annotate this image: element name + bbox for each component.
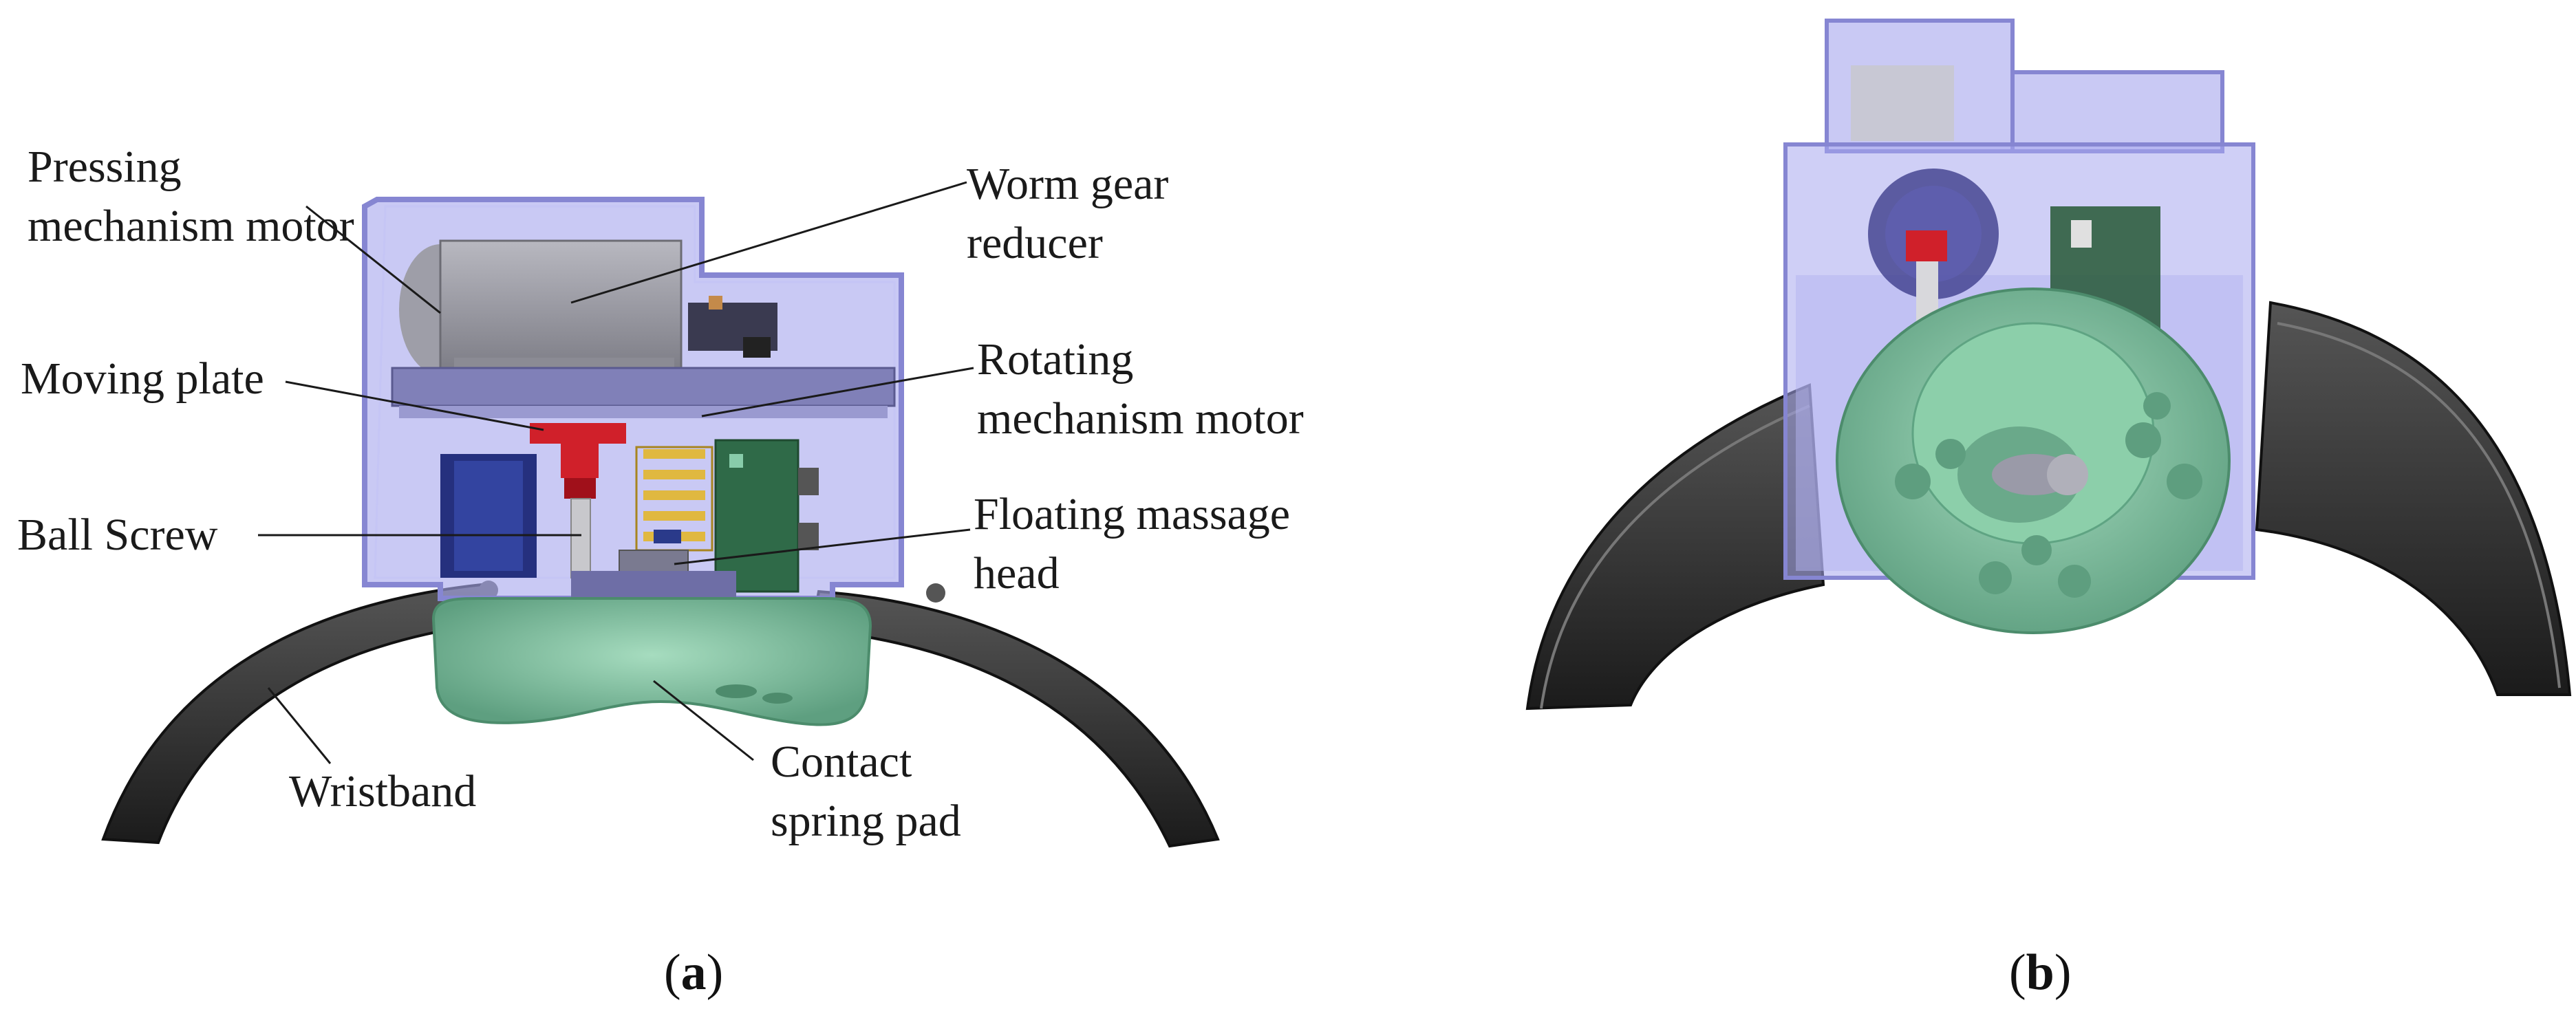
caption-b: (b) <box>2009 944 2072 1001</box>
label-wristband: Wristband <box>289 766 477 816</box>
moving-plate <box>391 367 896 407</box>
leader-lines <box>258 181 974 764</box>
pcb <box>714 439 799 593</box>
wristband-b-left <box>1525 383 1825 711</box>
pressing-motor <box>439 239 683 373</box>
label-pressing-motor: Pressing mechanism motor <box>28 142 354 251</box>
label-contact-pad: Contact spring pad <box>771 737 961 846</box>
ball-screw <box>570 498 591 578</box>
panel-a-drawing <box>101 197 1220 848</box>
spring <box>643 449 705 541</box>
label-moving-plate: Moving plate <box>21 354 264 404</box>
label-worm-gear: Worm gear reducer <box>967 159 1169 268</box>
massage-head-a <box>431 597 872 726</box>
caption-a: (a) <box>664 944 724 1001</box>
label-ball-screw: Ball Screw <box>17 510 218 560</box>
label-floating-head: Floating massage head <box>974 489 1291 598</box>
label-rotating-motor: Rotating mechanism motor <box>977 334 1304 444</box>
panel-b-drawing <box>1525 19 2572 711</box>
wristband-b-right <box>2255 301 2572 696</box>
